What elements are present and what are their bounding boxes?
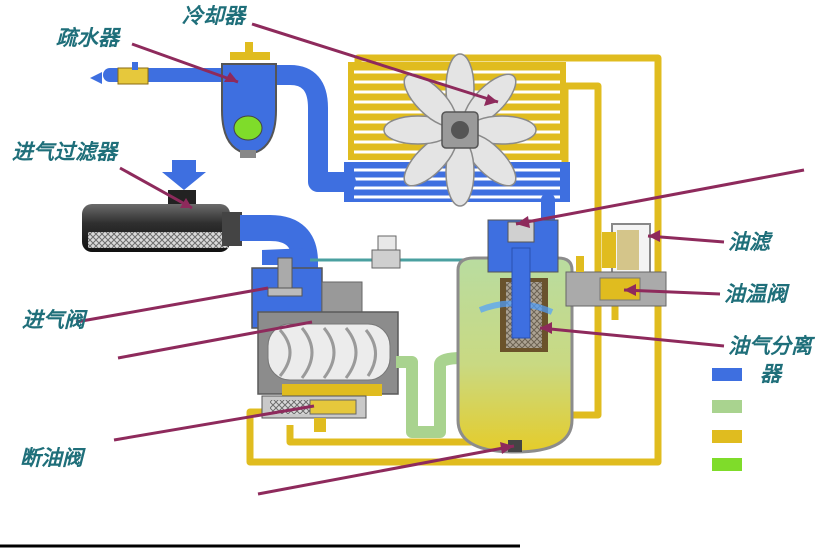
- drain-trap: [221, 42, 277, 158]
- label-shutoff-valve: 断油阀: [20, 446, 83, 470]
- label-intake-valve: 进气阀: [22, 308, 85, 332]
- label-separator-2: 器: [760, 362, 781, 386]
- legend-swatch-air-oil: [712, 400, 742, 413]
- legend-swatch-air: [712, 368, 742, 381]
- label-oil-filter: 油滤: [728, 230, 770, 254]
- thermo-valve: [565, 256, 667, 307]
- label-separator: 油气分离: [728, 334, 812, 358]
- legend-swatch-condensate: [712, 458, 742, 471]
- legend-swatch-oil: [712, 430, 742, 443]
- compressor-housing: [257, 311, 399, 396]
- solenoid-valve: [371, 235, 401, 269]
- drain-valve-fitting: [117, 67, 149, 85]
- separator-head: [487, 219, 559, 339]
- intake-filter: [82, 160, 242, 252]
- cooling-fan: [383, 53, 537, 207]
- oil-filter: [602, 223, 651, 275]
- label-drain: 疏水器: [56, 26, 119, 50]
- leader-arrowheads: [180, 72, 660, 454]
- shutoff-valve: [261, 395, 367, 432]
- label-intake-filter: 进气过滤器: [12, 140, 117, 164]
- label-cooler: 冷却器: [182, 4, 245, 28]
- cooler: [344, 53, 570, 207]
- label-thermo-valve: 油温阀: [724, 282, 787, 306]
- leader-lines: [75, 22, 805, 496]
